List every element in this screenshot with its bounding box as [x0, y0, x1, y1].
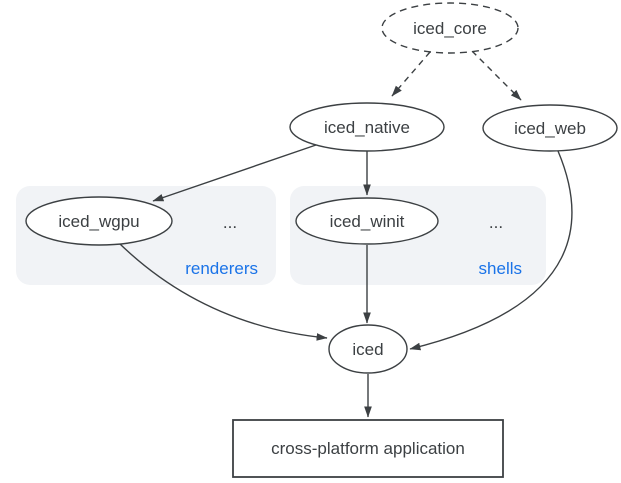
- node-iced-label: iced: [352, 340, 383, 359]
- group-renderers-label: renderers: [185, 259, 258, 278]
- node-iced-native-shape: [289, 102, 445, 152]
- node-iced-native-label: iced_native: [324, 118, 410, 137]
- node-iced-winit-shape: [295, 197, 439, 245]
- node-cross-platform-application-label: cross-platform application: [271, 439, 465, 458]
- node-iced-core-label: iced_core: [413, 19, 487, 38]
- node-cross-platform-application: cross-platform application: [232, 419, 504, 478]
- edge-iced_core-iced_native: [391, 51, 431, 97]
- node-cross-platform-application-shape: [232, 419, 504, 478]
- edge-iced_web-iced: [409, 150, 573, 351]
- shells-ellipsis: ...: [489, 213, 503, 232]
- node-iced-wgpu: iced_wgpu: [25, 196, 173, 246]
- node-iced-web-label: iced_web: [514, 119, 586, 138]
- node-iced-web-shape: [482, 104, 618, 152]
- edge-iced_wgpu-iced: [119, 243, 328, 341]
- node-iced-core: iced_core: [381, 2, 519, 54]
- renderers-ellipsis: ...: [223, 213, 237, 232]
- node-iced: iced: [328, 324, 408, 374]
- node-iced-core-shape: [381, 2, 519, 54]
- node-iced-wgpu-label: iced_wgpu: [58, 212, 139, 231]
- edge-iced_core-iced_web: [471, 50, 522, 101]
- node-iced-web: iced_web: [482, 104, 618, 152]
- node-iced-native: iced_native: [289, 102, 445, 152]
- node-iced-winit: iced_winit: [295, 197, 439, 245]
- node-iced-winit-label: iced_winit: [330, 212, 405, 231]
- node-iced-wgpu-shape: [25, 196, 173, 246]
- edge-iced_native-iced_wgpu: [152, 144, 317, 202]
- group-shells-label: shells: [479, 259, 522, 278]
- node-iced-shape: [328, 324, 408, 374]
